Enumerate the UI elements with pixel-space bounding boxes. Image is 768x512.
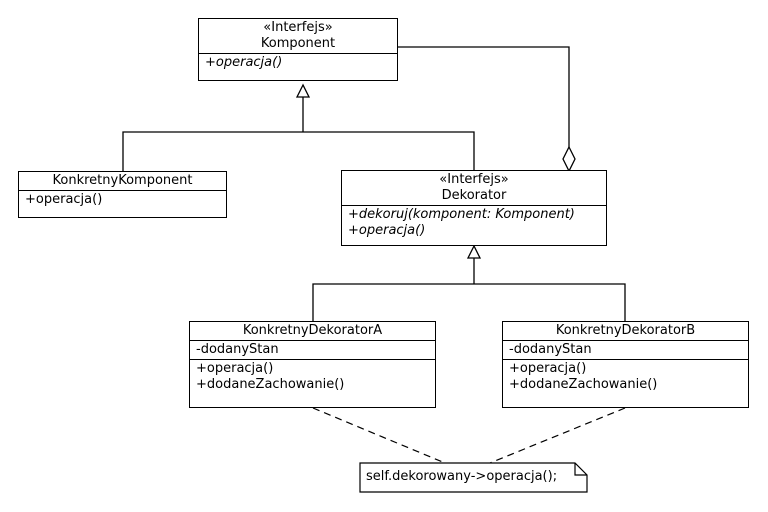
class-konkretny-dekorator-a[interactable]: KonkretnyDekoratorA -dodanyStan +operacj…: [189, 321, 436, 408]
class-header: KonkretnyDekoratorA: [190, 322, 435, 341]
operation: +operacja(): [348, 223, 426, 238]
attribute: -dodanyStan: [509, 342, 592, 357]
class-dekorator[interactable]: «Interfejs» Dekorator +dekoruj(komponent…: [341, 170, 607, 246]
generalization-line-dekorator: [312, 283, 626, 322]
class-name: Komponent: [260, 36, 336, 51]
attribute: -dodanyStan: [196, 342, 279, 357]
class-name: Dekorator: [441, 188, 507, 203]
note-text-box: self.dekorowany->operacja();: [360, 463, 575, 492]
class-header: KonkretnyDekoratorB: [503, 322, 748, 341]
generalization-line-komponent: [122, 131, 475, 172]
generalization-arrowhead-dekorator: [466, 244, 482, 259]
class-name: KonkretnyKomponent: [52, 173, 193, 188]
aggregation-diamond: [562, 145, 576, 173]
operation: +operacja(): [25, 192, 103, 207]
class-komponent[interactable]: «Interfejs» Komponent +operacja(): [198, 18, 398, 81]
class-name: KonkretnyDekoratorA: [242, 323, 383, 338]
class-header: KonkretnyKomponent: [19, 172, 226, 191]
operation: +dodaneZachowanie(): [196, 377, 345, 392]
stereotype-label: «Interfejs»: [263, 20, 333, 35]
operation: +operacja(): [205, 55, 283, 70]
operations-section: +operacja() +dodaneZachowanie(): [503, 360, 748, 394]
note-link-a: [312, 407, 446, 464]
class-header: «Interfejs» Dekorator: [342, 171, 606, 206]
note-text: self.dekorowany->operacja();: [366, 469, 558, 484]
stereotype-label: «Interfejs»: [439, 172, 509, 187]
operations-section: +operacja(): [19, 191, 226, 209]
operation: +dekoruj(komponent: Komponent): [348, 207, 575, 222]
operations-section: +operacja(): [199, 54, 397, 72]
class-header: «Interfejs» Komponent: [199, 19, 397, 54]
class-name: KonkretnyDekoratorB: [555, 323, 696, 338]
operation: +operacja(): [196, 361, 274, 376]
attributes-section: -dodanyStan: [503, 341, 748, 360]
operation: +operacja(): [509, 361, 587, 376]
class-konkretny-dekorator-b[interactable]: KonkretnyDekoratorB -dodanyStan +operacj…: [502, 321, 749, 408]
attributes-section: -dodanyStan: [190, 341, 435, 360]
generalization-arrowhead-komponent: [295, 83, 311, 98]
operation: +dodaneZachowanie(): [509, 377, 658, 392]
operations-section: +dekoruj(komponent: Komponent) +operacja…: [342, 206, 606, 240]
note-link-b: [489, 407, 626, 464]
operations-section: +operacja() +dodaneZachowanie(): [190, 360, 435, 394]
aggregation-line: [397, 46, 570, 147]
class-konkretny-komponent[interactable]: KonkretnyKomponent +operacja(): [18, 171, 227, 218]
note-shape: [359, 462, 588, 493]
